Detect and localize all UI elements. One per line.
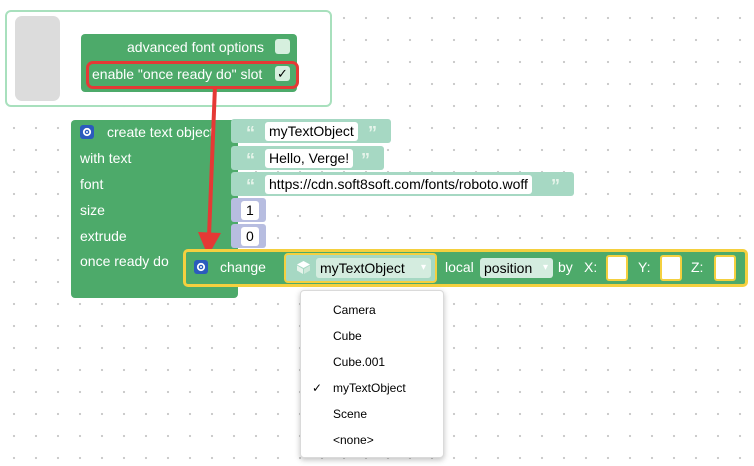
extrude-number-field[interactable]: 0 <box>241 227 259 246</box>
x-label: X: <box>584 259 598 275</box>
chevron-down-icon: ▾ <box>420 262 426 273</box>
by-label: by <box>558 259 573 275</box>
x-input-slot[interactable] <box>606 255 628 281</box>
enable-once-ready-label: enable "once ready do" slot <box>92 66 263 82</box>
chevron-down-icon: ▾ <box>542 262 548 273</box>
object-dropdown-menu: Camera Cube Cube.001 ✓ myTextObject Scen… <box>300 290 444 458</box>
local-label: local <box>445 259 474 275</box>
z-label: Z: <box>691 259 704 275</box>
advanced-font-options-checkbox[interactable] <box>275 39 290 54</box>
quote-close-icon: ” <box>551 176 560 196</box>
z-input-slot[interactable] <box>714 255 736 281</box>
with-text-label: with text <box>80 150 132 166</box>
property-dropdown[interactable]: position ▾ <box>480 258 553 278</box>
advanced-font-options-label: advanced font options <box>127 39 264 55</box>
dropdown-item-scene[interactable]: Scene <box>333 407 368 421</box>
quote-open-icon: “ <box>246 123 255 143</box>
quote-close-icon: ” <box>368 123 377 143</box>
size-number-field[interactable]: 1 <box>241 201 259 220</box>
dropdown-item-cube[interactable]: Cube <box>333 329 362 343</box>
property-dropdown-value: position <box>484 260 533 276</box>
check-icon: ✓ <box>277 66 288 81</box>
y-label: Y: <box>638 259 651 275</box>
dropdown-item-cube-001[interactable]: Cube.001 <box>333 355 386 369</box>
dropdown-item-none[interactable]: <none> <box>333 433 374 447</box>
extrude-label: extrude <box>80 228 127 244</box>
y-input-slot[interactable] <box>660 255 682 281</box>
mutator-workspace-flyout <box>15 16 60 101</box>
check-icon: ✓ <box>312 381 323 395</box>
once-ready-do-label: once ready do <box>80 253 169 269</box>
font-url-field[interactable]: https://cdn.soft8soft.com/fonts/roboto.w… <box>265 175 532 194</box>
create-text-object-label: create text object <box>107 124 214 140</box>
quote-close-icon: ” <box>361 150 370 170</box>
with-text-field[interactable]: Hello, Verge! <box>265 149 354 168</box>
change-label: change <box>220 259 266 275</box>
annotation-arrow <box>198 86 221 256</box>
dropdown-item-mytextobject[interactable]: myTextObject <box>333 381 406 395</box>
quote-open-icon: “ <box>246 150 255 170</box>
cube-icon <box>297 261 310 274</box>
gear-icon[interactable] <box>80 125 94 139</box>
gear-icon[interactable] <box>194 260 208 274</box>
enable-once-ready-checkbox[interactable]: ✓ <box>275 66 290 81</box>
object-dropdown[interactable]: myTextObject ▾ <box>316 258 431 278</box>
font-label: font <box>80 176 104 192</box>
object-dropdown-value: myTextObject <box>320 260 405 276</box>
name-text-field[interactable]: myTextObject <box>265 122 358 141</box>
dropdown-item-camera[interactable]: Camera <box>333 303 376 317</box>
quote-open-icon: “ <box>246 176 255 196</box>
highlight-box <box>86 61 299 89</box>
size-label: size <box>80 202 105 218</box>
change-position-block[interactable] <box>183 249 748 287</box>
